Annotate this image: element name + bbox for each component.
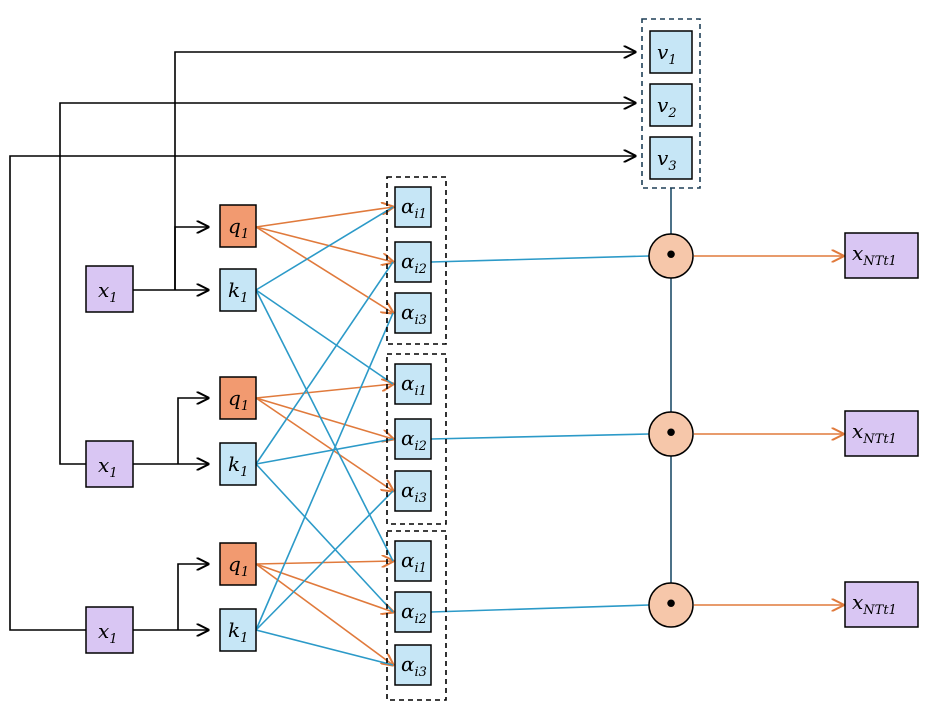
- svg-text:x1: x1: [98, 453, 118, 481]
- svg-text:αi3: αi3: [401, 300, 427, 328]
- input-wires: [9, 52, 635, 630]
- query-node: q1: [219, 204, 257, 248]
- key-node: k1: [219, 268, 257, 312]
- attention-weight-node: αi1: [394, 540, 432, 582]
- svg-text:v1: v1: [657, 40, 677, 68]
- attention-group-frame: [386, 353, 447, 525]
- svg-text:x1: x1: [98, 278, 118, 306]
- svg-text:αi3: αi3: [401, 478, 427, 506]
- svg-text:αi2: αi2: [401, 599, 427, 627]
- attention-group-frame: [386, 530, 447, 701]
- key-node: k1: [219, 608, 257, 652]
- svg-text:x1: x1: [98, 619, 118, 647]
- attention-weight-node: αi3: [394, 292, 432, 334]
- input-node: x1: [85, 606, 134, 654]
- svg-text:αi1: αi1: [401, 371, 427, 399]
- output-node: xNTt1: [844, 581, 919, 628]
- input-node: x1: [85, 265, 134, 313]
- svg-text:αi1: αi1: [401, 194, 427, 222]
- svg-text:q1: q1: [228, 386, 249, 414]
- query-node: q1: [219, 376, 257, 420]
- output-node: xNTt1: [844, 232, 919, 279]
- value-node: v3: [649, 136, 693, 180]
- attention-weight-node: αi1: [394, 363, 432, 405]
- svg-text:k1: k1: [228, 618, 248, 646]
- query-wires: [255, 207, 393, 665]
- svg-text:•: •: [663, 241, 678, 271]
- attention-weight-node: αi2: [394, 591, 432, 633]
- svg-text:αi1: αi1: [401, 548, 427, 576]
- value-node: v2: [649, 83, 693, 127]
- svg-text:αi2: αi2: [401, 249, 427, 277]
- svg-text:k1: k1: [228, 278, 248, 306]
- svg-text:•: •: [663, 590, 678, 620]
- dot-operator-icon: •: [648, 411, 694, 457]
- dot-operator-icon: •: [648, 582, 694, 628]
- svg-text:αi3: αi3: [401, 652, 427, 680]
- attention-weight-node: αi2: [394, 241, 432, 283]
- attention-weight-node: αi2: [394, 418, 432, 460]
- key-node: k1: [219, 442, 257, 486]
- key-wires: [255, 206, 394, 666]
- svg-text:q1: q1: [228, 552, 249, 580]
- output-wires: [694, 256, 843, 605]
- svg-text:k1: k1: [228, 452, 248, 480]
- value-node: v1: [649, 30, 693, 74]
- attention-weight-node: αi3: [394, 470, 432, 512]
- svg-text:v3: v3: [657, 146, 677, 174]
- svg-text:xNTt1: xNTt1: [852, 419, 897, 447]
- svg-text:αi2: αi2: [401, 426, 427, 454]
- dot-operator-icon: •: [648, 233, 694, 279]
- attention-weight-node: αi3: [394, 644, 432, 686]
- attention-weight-node: αi1: [394, 186, 432, 228]
- svg-text:xNTt1: xNTt1: [852, 590, 897, 618]
- svg-text:v2: v2: [657, 93, 677, 121]
- value-group-frame: [641, 18, 701, 189]
- svg-text:q1: q1: [228, 214, 249, 242]
- svg-text:•: •: [663, 419, 678, 449]
- query-node: q1: [219, 542, 257, 586]
- output-node: xNTt1: [844, 410, 919, 457]
- svg-text:xNTt1: xNTt1: [852, 241, 897, 269]
- input-node: x1: [85, 440, 134, 488]
- attention-group-frame: [386, 176, 447, 345]
- weight-wires: [430, 255, 650, 613]
